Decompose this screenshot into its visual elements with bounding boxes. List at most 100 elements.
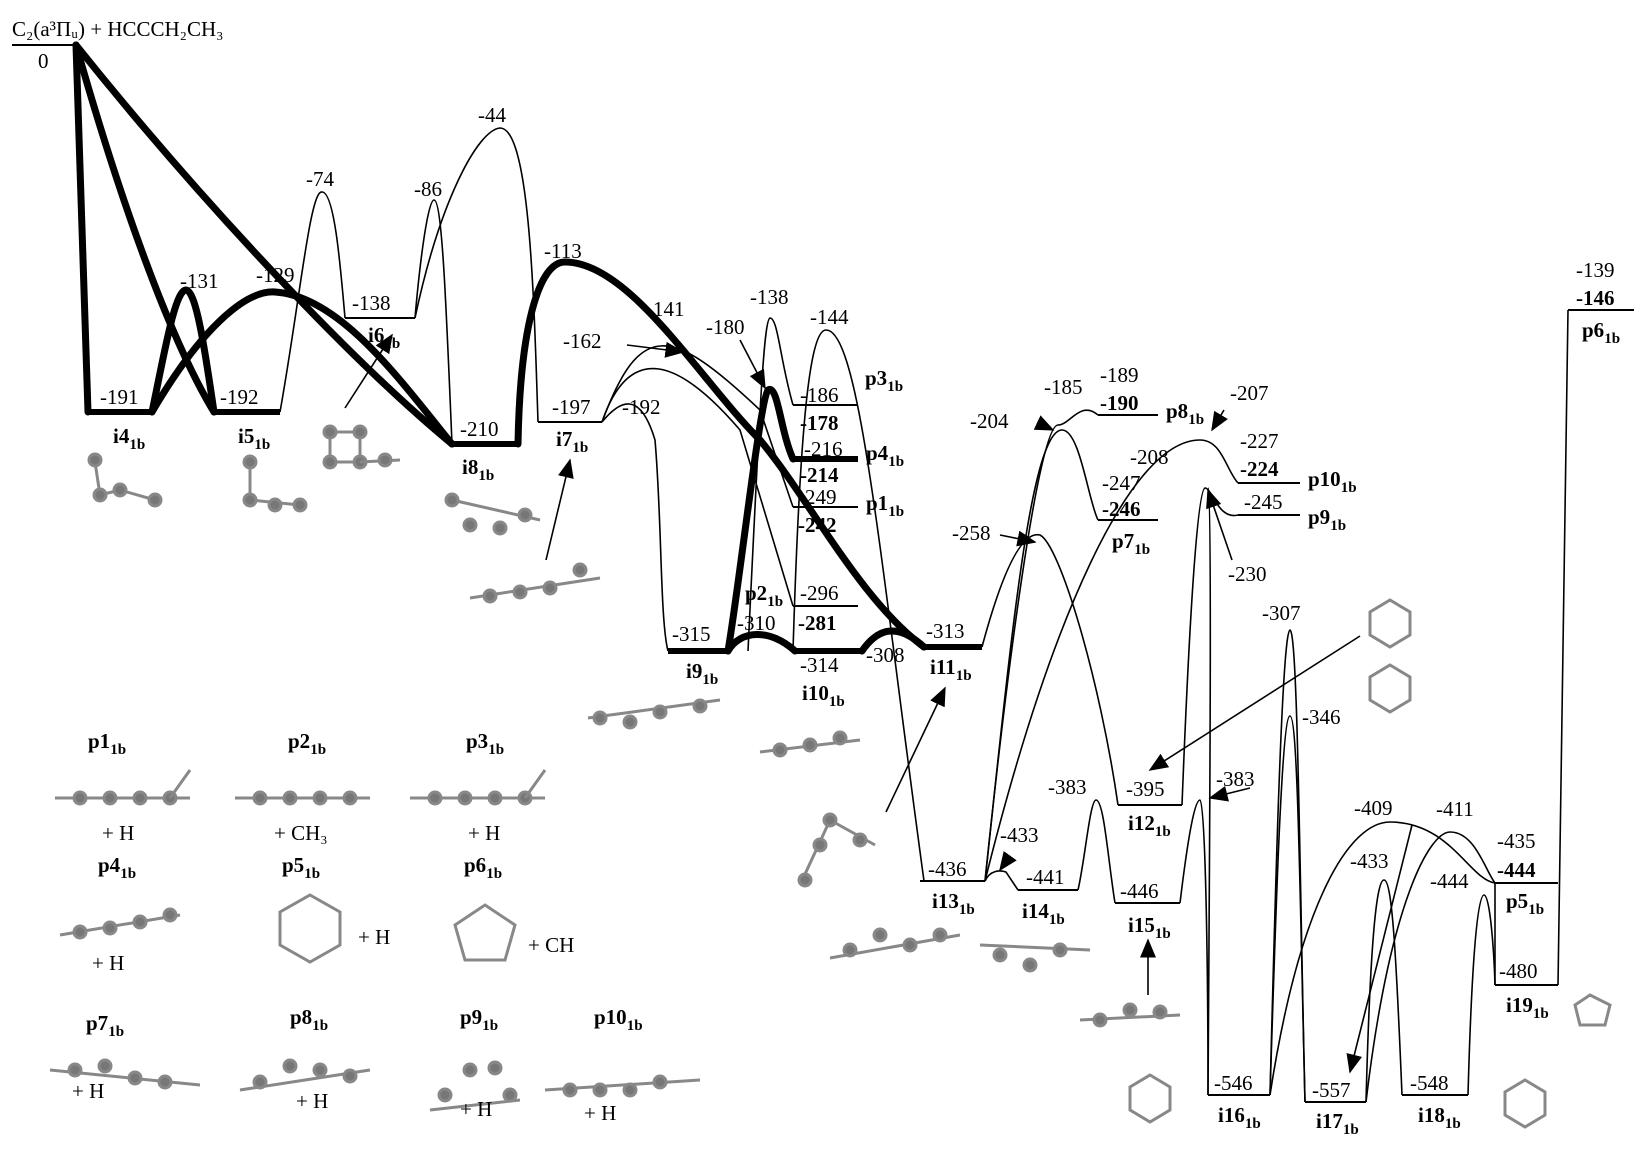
energy-i11: -313 <box>926 619 965 643</box>
legend-co-p8: + H <box>296 1089 328 1113</box>
molecule-i14 <box>979 942 1091 973</box>
label-p6: p61b <box>1582 318 1620 347</box>
label-p2: p21b <box>745 581 783 610</box>
legend-co-p6: + CH <box>528 933 574 957</box>
legend-label-p3: p31b <box>466 729 504 758</box>
energy-p5: -435 <box>1497 829 1536 853</box>
thin-reaction-paths <box>279 127 1569 1103</box>
legend-co-p5: + H <box>358 925 390 949</box>
label-p3: p31b <box>865 366 903 395</box>
energy-i7: -197 <box>552 395 591 419</box>
product-legend: p11b + H p21b + CH₃ p31b + H p41b + H p5… <box>72 729 643 1125</box>
legend-label-p9: p91b <box>460 1005 498 1034</box>
legend-label-p6: p61b <box>464 853 502 882</box>
ts-energy: -444 <box>1430 869 1469 893</box>
legend-label-p5: p51b <box>282 853 320 882</box>
ts-energy: -208 <box>1130 445 1169 469</box>
molecule-i17 <box>1368 663 1412 714</box>
energy-i13: -436 <box>928 857 967 881</box>
molecule-p7 <box>49 1058 201 1090</box>
energy-i16: -546 <box>1214 1071 1253 1095</box>
ts-energy: -131 <box>180 269 219 293</box>
legend-co-p10: + H <box>584 1101 616 1125</box>
legend-co-p1: + H <box>102 821 134 845</box>
legend-co-p9: + H <box>460 1097 492 1121</box>
energy-i18: -548 <box>1410 1071 1449 1095</box>
ts-energy: -162 <box>563 329 602 353</box>
label-i5: i51b <box>238 424 270 453</box>
molecule-i8 <box>444 492 541 536</box>
energy2-p3: -178 <box>800 411 839 435</box>
molecule-p4 <box>59 907 181 940</box>
molecule-p9 <box>429 1060 521 1112</box>
label-p9: p91b <box>1308 505 1346 534</box>
molecule-i18 <box>1503 1078 1547 1129</box>
label-p4: p41b <box>866 441 904 470</box>
molecule-i9 <box>587 698 721 730</box>
ts-energy: -346 <box>1302 705 1341 729</box>
legend-label-p2: p21b <box>288 729 326 758</box>
molecule-i11 <box>797 812 876 888</box>
energy2-p6: -146 <box>1576 286 1615 310</box>
legend-label-p7: p71b <box>86 1011 124 1040</box>
label-i10: i101b <box>802 681 845 710</box>
label-i19: i191b <box>1506 993 1549 1022</box>
energy-i6: -138 <box>352 291 391 315</box>
energy-p9: -245 <box>1244 490 1283 514</box>
ts-energy: -308 <box>866 643 905 667</box>
label-i14: i141b <box>1022 899 1065 928</box>
energy-i10: -314 <box>800 653 839 677</box>
energy2-p8: -190 <box>1100 391 1139 415</box>
molecule-p2 <box>235 790 370 806</box>
label-i8: i81b <box>462 455 494 484</box>
label-p5: p51b <box>1506 889 1544 918</box>
ts-energy: -86 <box>414 177 442 201</box>
label-i16: i161b <box>1218 1103 1261 1132</box>
reactant-label: C₂(a³Πᵤ) + HCCCH₂CH₃ <box>12 17 224 41</box>
energy2-p7: -246 <box>1102 497 1141 521</box>
molecule-i4 <box>87 452 163 508</box>
molecule-i19 <box>1573 993 1612 1027</box>
legend-co-p4: + H <box>92 951 124 975</box>
label-i9: i91b <box>686 659 718 688</box>
label-i13: i131b <box>932 889 975 918</box>
energy-i9: -315 <box>672 622 711 646</box>
level-annotations: -191 i41b -192 i51b -138 i61b -210 i81b … <box>100 258 1620 1138</box>
ts-energy: -258 <box>952 521 991 545</box>
legend-co-p2: + CH₃ <box>274 821 328 845</box>
energy2-p1: -242 <box>798 513 837 537</box>
energy-i4: -191 <box>100 385 139 409</box>
ts-energy: -185 <box>1044 375 1083 399</box>
energy2-p5: -444 <box>1497 858 1536 882</box>
ts-energy: -144 <box>810 305 849 329</box>
legend-co-p3: + H <box>468 821 500 845</box>
label-i6: i61b <box>368 323 400 352</box>
transition-state-energies: -131 -129 -74 -86 -44 -113 -141 -162 -19… <box>180 103 1474 893</box>
energy-p7: -247 <box>1102 471 1141 495</box>
energy-i17: -557 <box>1312 1078 1351 1102</box>
label-i7: i71b <box>556 427 588 456</box>
ts-energy: -207 <box>1230 381 1269 405</box>
legend-label-p10: p101b <box>594 1005 643 1034</box>
energy-levels <box>88 309 1634 1103</box>
energy-p4: -216 <box>804 437 843 461</box>
label-i12: i121b <box>1128 811 1171 840</box>
molecule-p10 <box>544 1074 701 1098</box>
ts-energy: -383 <box>1216 767 1255 791</box>
energy-i12: -395 <box>1126 777 1165 801</box>
label-i18: i181b <box>1418 1103 1461 1132</box>
energy-p6: -139 <box>1576 258 1615 282</box>
reactant-energy: 0 <box>38 49 49 73</box>
energy-i14: -441 <box>1026 865 1065 889</box>
molecule-i5 <box>242 454 308 513</box>
energy-p10: -227 <box>1240 429 1279 453</box>
legend-label-p4: p41b <box>98 853 136 882</box>
molecule-i6 <box>322 424 401 470</box>
energy-i15: -446 <box>1120 879 1159 903</box>
molecule-p1 <box>55 769 192 806</box>
ts-energy: -204 <box>970 409 1009 433</box>
molecule-structures <box>49 424 1612 1129</box>
energy2-p2: -281 <box>798 611 837 635</box>
molecule-p3 <box>410 769 547 806</box>
